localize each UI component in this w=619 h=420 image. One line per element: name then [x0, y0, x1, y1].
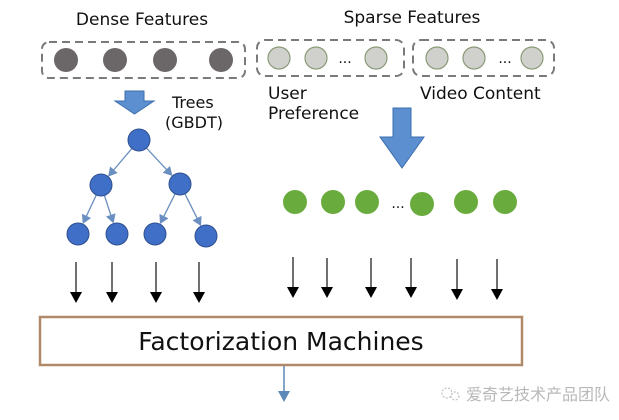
fm-arrowhead [451, 289, 463, 300]
factorization-machines-box [38, 315, 524, 367]
video-content-node [425, 46, 449, 70]
user-preference-ellipsis: ... [338, 51, 351, 67]
embedding-node [283, 190, 307, 214]
dense-features-title: Dense Features [76, 10, 208, 30]
user-preference-label-line2: Preference [268, 104, 359, 124]
tree-root-node [127, 128, 151, 152]
video-content-ellipsis: ... [498, 51, 511, 67]
dense-feature-node [103, 48, 127, 72]
tree-nodes [66, 128, 218, 248]
output-arrow-head [278, 391, 290, 402]
video-content-node [520, 46, 544, 70]
tree-leaf-node [105, 222, 129, 246]
embedding-node [454, 190, 478, 214]
user-preference-node [304, 46, 328, 70]
fm-arrowhead [405, 287, 417, 298]
fm-arrowhead [365, 287, 377, 298]
watermark-text: 爱奇艺技术产品团队 [466, 385, 610, 404]
embedding-node [321, 190, 345, 214]
tree-edge-arrowhead [159, 213, 169, 225]
tree-internal-node [168, 172, 192, 196]
tree-edge [146, 147, 169, 173]
sparse-features-title: Sparse Features [344, 8, 481, 28]
user-preference-label-line1: User [268, 84, 307, 104]
tree-edge-arrowhead [108, 166, 118, 177]
tree-edge-arrowhead [106, 213, 116, 224]
trees-label-line1: Trees [171, 93, 214, 112]
user-preference-node [364, 46, 388, 70]
tree-edge [162, 193, 176, 220]
dense-nodes [54, 48, 233, 72]
fm-arrowhead [193, 292, 205, 303]
fm-arrowhead [491, 289, 503, 300]
tree-leaf-node [66, 222, 90, 246]
tree-edge-arrowhead [162, 165, 173, 176]
fm-input-arrows [70, 257, 503, 303]
sparse-to-embeddings-block-arrow [379, 107, 425, 169]
video-content-group [412, 39, 555, 77]
tree-leaf-node [194, 224, 218, 248]
fm-arrowhead [287, 287, 299, 298]
dense-feature-node [209, 48, 233, 72]
wechat-icon-small [450, 391, 460, 401]
tree-edge-arrowhead [192, 215, 202, 227]
sparse-nodes [267, 46, 544, 70]
dense-feature-node [54, 48, 78, 72]
dense-feature-node [153, 48, 177, 72]
trees-label-line2: (GBDT) [165, 113, 223, 132]
user-preference-node [267, 46, 291, 70]
fm-arrowhead [321, 287, 333, 298]
embedding-node [355, 190, 379, 214]
tree-edge [84, 194, 97, 219]
video-content-node [462, 46, 486, 70]
embedding-node [410, 192, 434, 216]
fm-arrowhead [70, 292, 82, 303]
dense-features-group [41, 41, 246, 79]
user-preference-group [256, 39, 405, 77]
fm-arrowhead [106, 292, 118, 303]
factorization-machines-label: Factorization Machines [138, 327, 423, 356]
dense-to-trees-block-arrow [113, 90, 156, 115]
video-content-label: Video Content [420, 84, 541, 104]
tree-edges [81, 147, 202, 227]
embedding-node [493, 190, 517, 214]
tree-internal-node [89, 173, 113, 197]
tree-edge [111, 147, 133, 173]
embedding-ellipsis: ... [391, 196, 404, 212]
tree-leaf-node [143, 222, 167, 246]
tree-edge [103, 195, 113, 219]
tree-edge-arrowhead [81, 213, 92, 225]
fm-arrowhead [150, 292, 162, 303]
embedding-nodes [283, 190, 517, 216]
watermark: 爱奇艺技术产品团队 [441, 385, 610, 404]
tree-edge [184, 193, 199, 222]
